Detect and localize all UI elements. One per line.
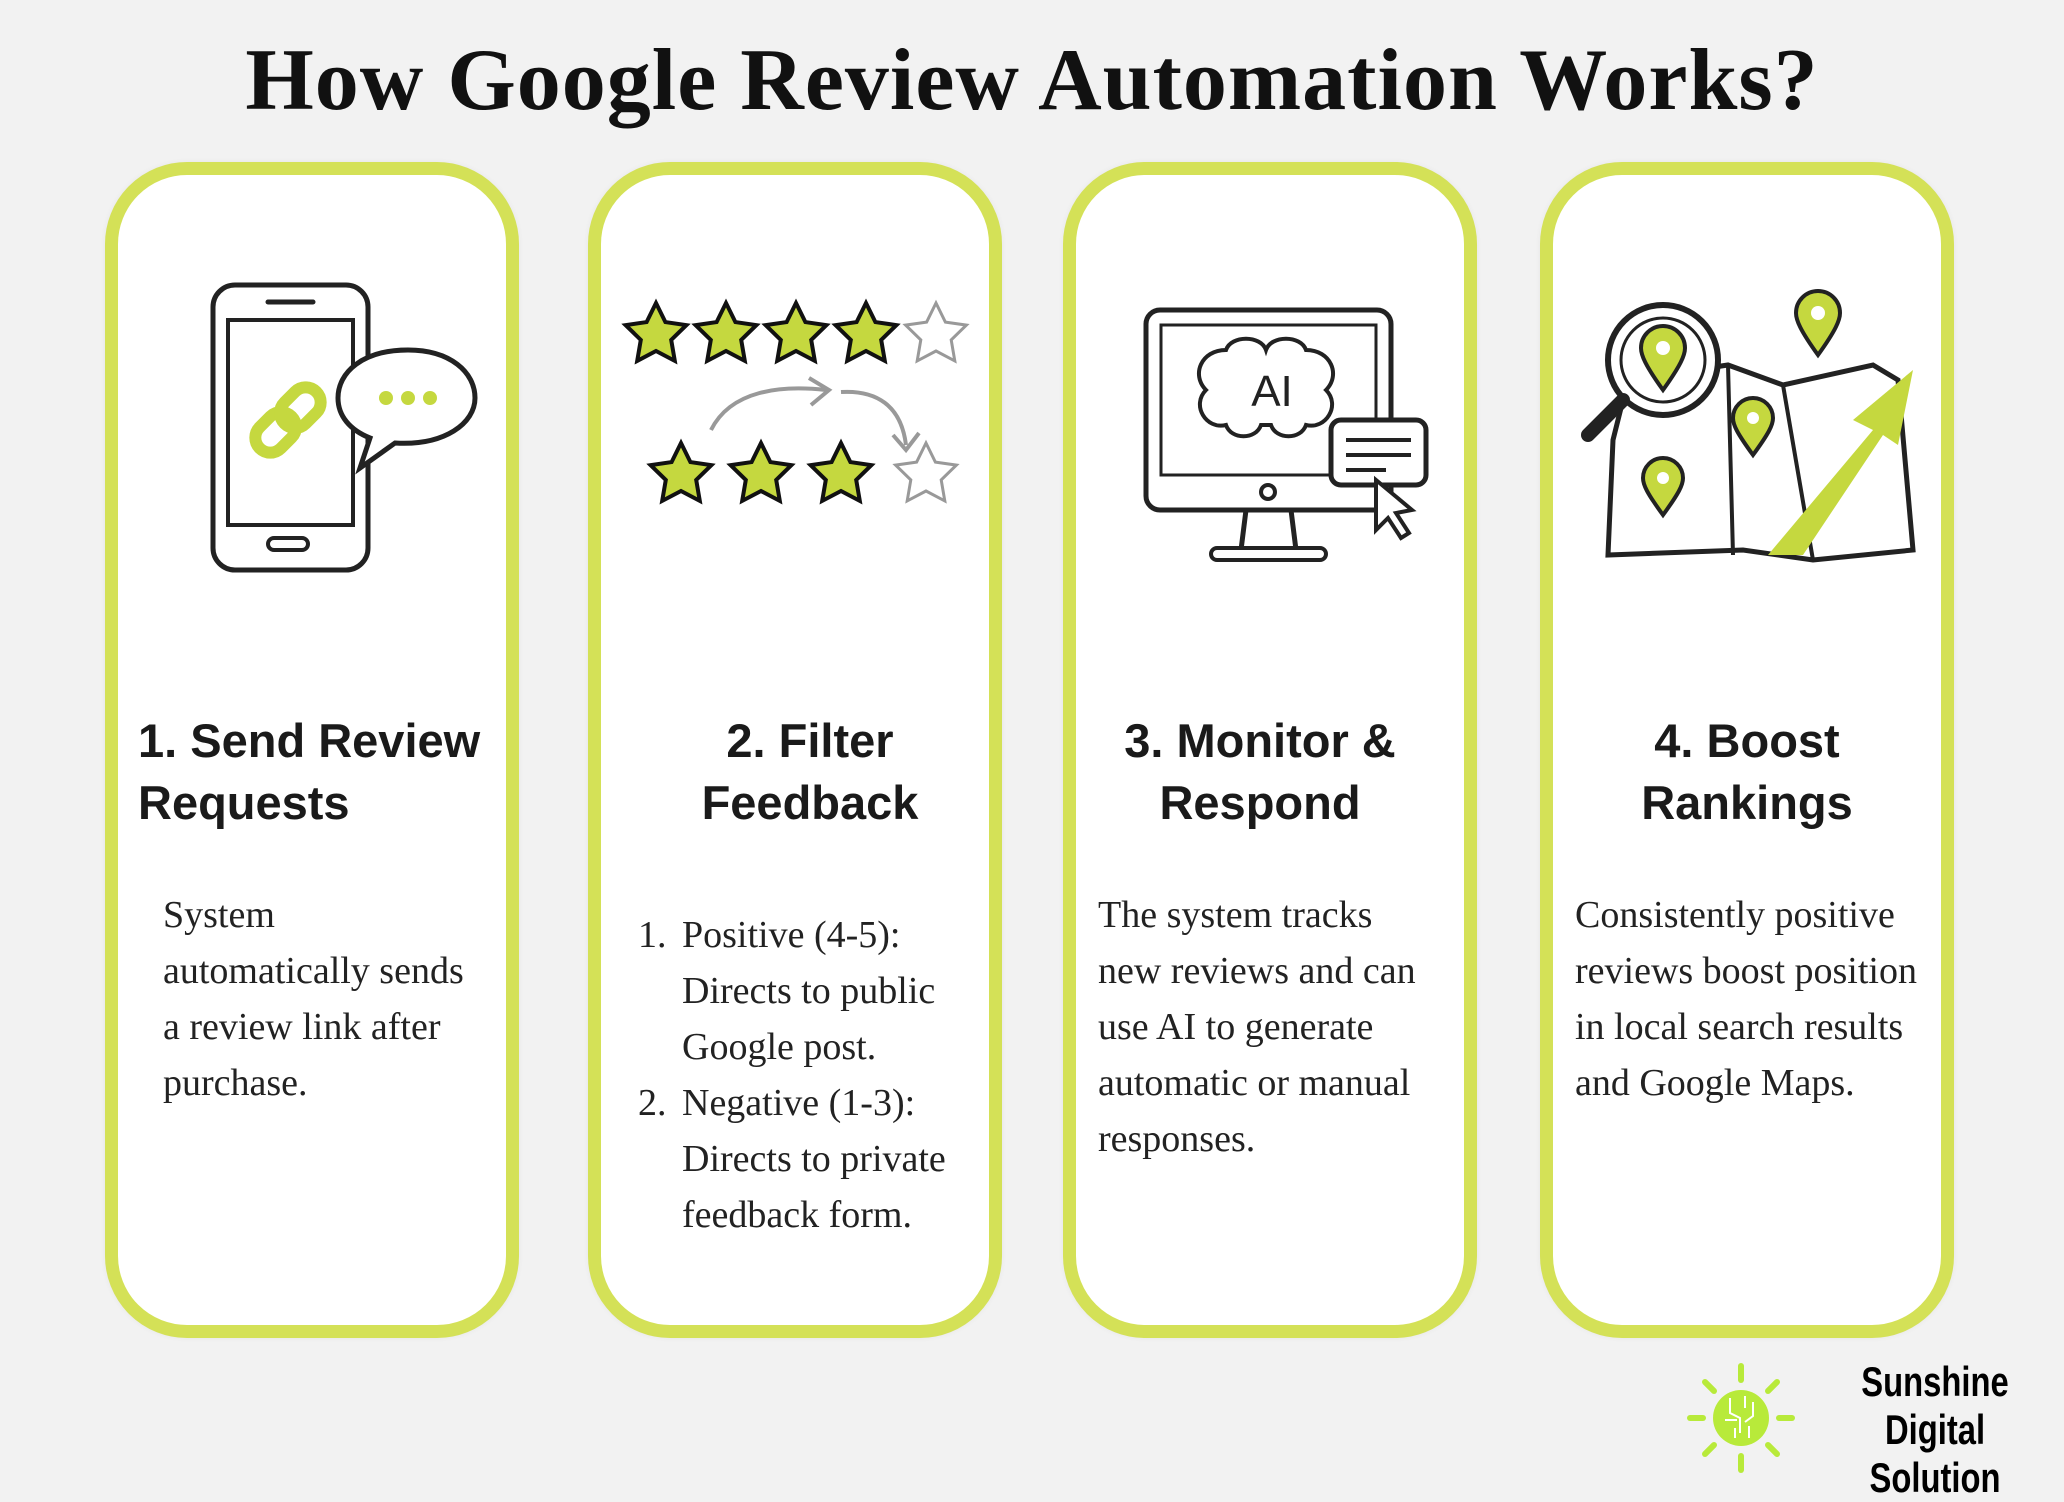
step-heading: 3. Monitor & Respond [1124,714,1396,829]
negative-feedback-item: Negative (1-3): Directs to private feedb… [676,1075,969,1243]
ai-label: AI [1251,367,1293,416]
step-heading: 4. Boost Rankings [1641,714,1853,829]
step-card-send-requests: 1. Send Review Requests System automatic… [105,162,519,1338]
brand-name-line1: Sunshine [1861,1358,2009,1405]
step-card-filter-feedback: 2. Filter Feedback Positive (4-5): Direc… [588,162,1002,1338]
map-ranking-icon [1581,289,1916,563]
step-description: The system tracks new reviews and can us… [1098,894,1416,1160]
brand-logo: Sunshine Digital Solution [1685,1358,2055,1501]
step-card-boost-rankings: 4. Boost Rankings Consistently positive … [1540,162,1954,1338]
step-heading: 2. Filter Feedback [701,714,919,829]
step-heading: 1. Send Review Requests [138,714,481,829]
sunshine-logo-icon [1687,1363,1795,1473]
star-rating-filter-icon [623,301,968,503]
step-card-monitor-respond: AI 3. Monitor & Respond The system track… [1063,162,1477,1338]
step-description: Consistently positive reviews boost posi… [1575,894,1917,1104]
step-description: System automatically sends a review link… [163,894,464,1104]
step-description: Positive (4-5): Directs to public Google… [641,907,969,1243]
page-title: How Google Review Automation Works? [245,32,1819,129]
positive-feedback-item: Positive (4-5): Directs to public Google… [676,907,969,1075]
phone-link-chat-icon [210,282,478,573]
brand-name: Sunshine Digital Solution [1830,1358,2041,1502]
ai-monitor-icon: AI [1143,307,1429,562]
